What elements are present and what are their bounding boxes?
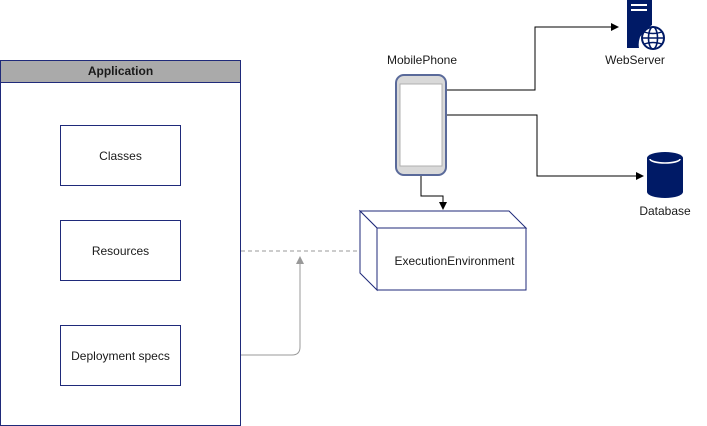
- deployment-specs-box[interactable]: Deployment specs: [60, 325, 181, 386]
- classes-box[interactable]: Classes: [60, 125, 181, 186]
- connector-deployment-specs: [181, 256, 304, 356]
- execution-environment-label: ExecutionEnvironment: [394, 254, 515, 268]
- deployment-specs-label: Deployment specs: [71, 348, 170, 363]
- connector-phone-webserver: [446, 23, 619, 91]
- connector-phone-execution-environment: [420, 175, 447, 210]
- application-title: Application: [1, 61, 240, 83]
- web-server-icon[interactable]: [627, 0, 665, 50]
- database-label: Database: [639, 204, 691, 218]
- connector-phone-database: [446, 114, 644, 180]
- classes-label: Classes: [99, 148, 142, 163]
- resources-label: Resources: [91, 243, 150, 258]
- resources-box[interactable]: Resources: [60, 220, 181, 281]
- execution-environment-node[interactable]: [358, 209, 528, 292]
- mobile-phone-icon[interactable]: [395, 74, 447, 176]
- database-icon[interactable]: [647, 152, 683, 198]
- mobile-phone-label: MobilePhone: [386, 53, 458, 67]
- web-server-label: WebServer: [605, 53, 665, 67]
